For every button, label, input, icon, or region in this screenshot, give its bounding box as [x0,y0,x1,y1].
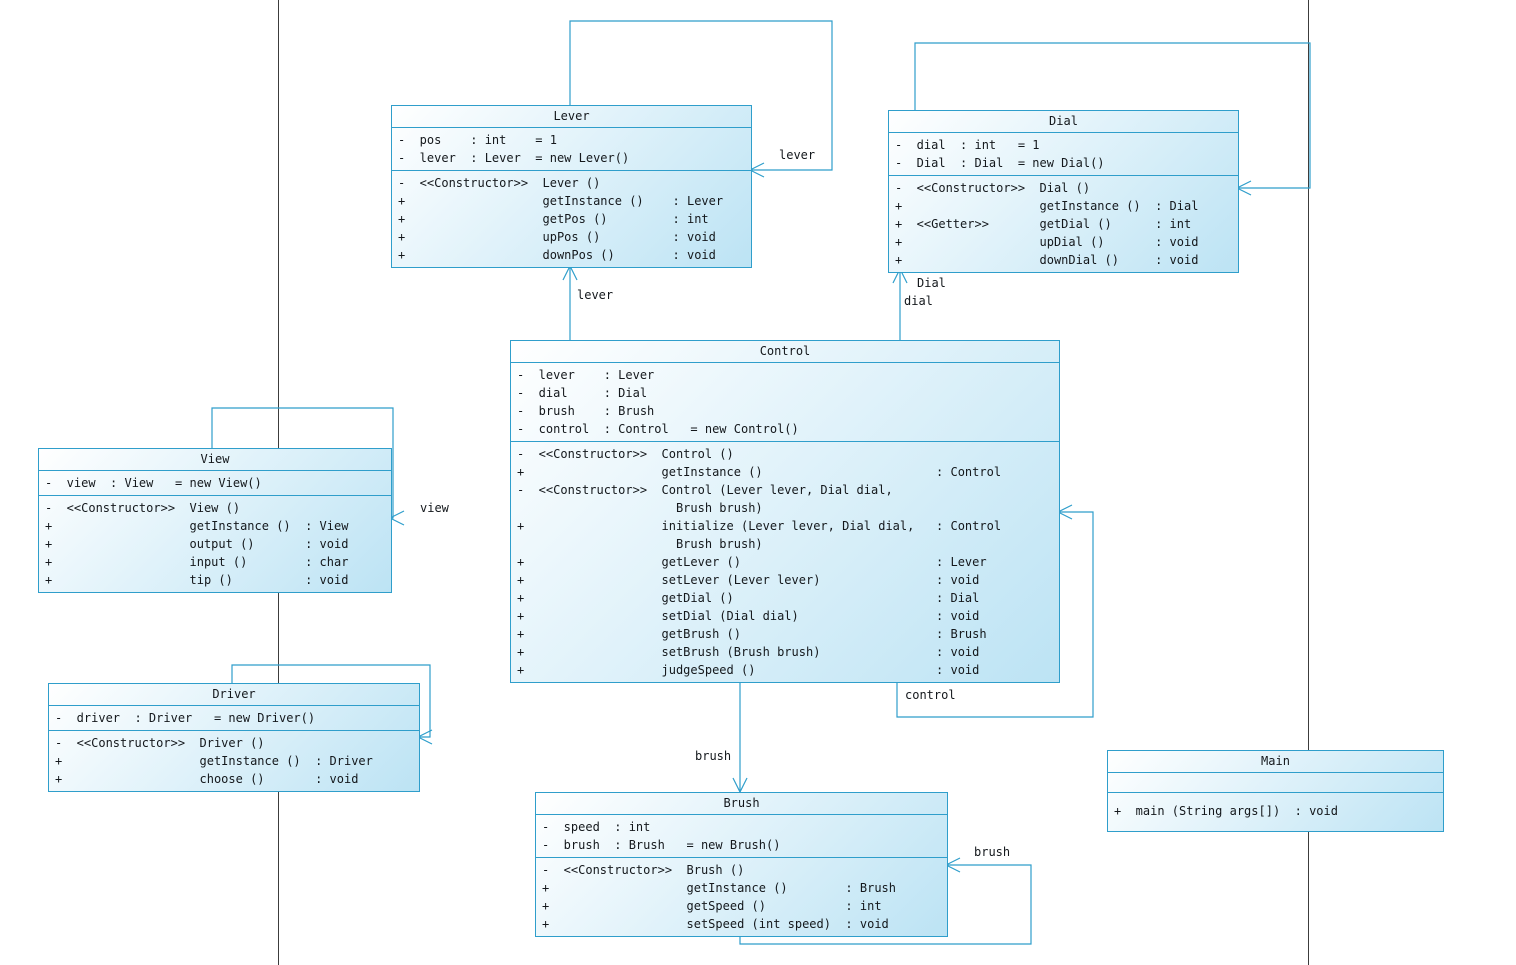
connector-label-brush-self: brush [974,845,1011,859]
class-title-control: Control [511,341,1059,363]
class-box-driver[interactable]: Driver - driver : Driver = new Driver() … [48,683,420,792]
class-box-lever[interactable]: Lever - pos : int = 1 - lever : Lever = … [391,105,752,268]
method-line: + choose () : void [55,772,359,786]
field-line: - dial : Dial [517,386,648,400]
method-line: + getBrush () : Brush [517,627,987,641]
association-lever-self[interactable] [569,20,833,171]
fields-section-brush: - speed : int - brush : Brush = new Brus… [536,815,947,858]
connector-label-control-dial-type: Dial [917,276,946,290]
class-title-lever: Lever [392,106,751,128]
field-line: - driver : Driver = new Driver() [55,711,316,725]
connector-label-control-brush: brush [695,749,732,763]
field-line: - speed : int [542,820,651,834]
methods-section-main: + main (String args[]) : void [1108,793,1443,831]
method-line: + getInstance () : Brush [542,881,897,895]
method-line: + initialize (Lever lever, Dial dial, : … [517,519,1002,533]
method-line: + getDial () : Dial [517,591,980,605]
method-line: + <<Getter>> getDial () : int [895,217,1192,231]
fields-section-driver: - driver : Driver = new Driver() [49,706,419,731]
method-line: + upPos () : void [398,230,716,244]
method-line: + downDial () : void [895,253,1199,267]
class-box-view[interactable]: View - view : View = new View() - <<Cons… [38,448,392,593]
field-line: - lever : Lever [517,368,655,382]
class-box-main[interactable]: Main + main (String args[]) : void [1107,750,1444,832]
methods-section-view: - <<Constructor>> View () + getInstance … [39,496,391,592]
method-line: + output () : void [45,537,349,551]
method-line: - <<Constructor>> Control () [517,447,734,461]
method-line: + setSpeed (int speed) : void [542,917,889,931]
method-line: + getInstance () : Control [517,465,1002,479]
method-line: + input () : char [45,555,349,569]
fields-section-view: - view : View = new View() [39,471,391,496]
class-title-dial: Dial [889,111,1238,133]
method-line: Brush brush) [517,501,763,515]
field-line: - brush : Brush [517,404,655,418]
method-line: - <<Constructor>> Control (Lever lever, … [517,483,893,497]
methods-section-lever: - <<Constructor>> Lever () + getInstance… [392,171,751,267]
field-line: - Dial : Dial = new Dial() [895,156,1105,170]
methods-section-brush: - <<Constructor>> Brush () + getInstance… [536,858,947,936]
method-line: - <<Constructor>> Dial () [895,181,1091,195]
connector-label-control-lever: lever [577,288,614,302]
methods-section-control: - <<Constructor>> Control () + getInstan… [511,442,1059,682]
method-line: - <<Constructor>> View () [45,501,241,515]
methods-section-driver: - <<Constructor>> Driver () + getInstanc… [49,731,419,791]
method-line: - <<Constructor>> Driver () [55,736,265,750]
method-line: + getInstance () : Dial [895,199,1199,213]
field-line: - lever : Lever = new Lever() [398,151,630,165]
connector-label-control-dial-name: dial [904,294,933,308]
class-title-main: Main [1108,751,1443,773]
method-line: + getPos () : int [398,212,709,226]
association-control-self[interactable] [896,511,1094,718]
class-box-dial[interactable]: Dial - dial : int = 1 - Dial : Dial = ne… [888,110,1239,273]
class-box-control[interactable]: Control - lever : Lever - dial : Dial - … [510,340,1060,683]
field-line: - control : Control = new Control() [517,422,799,436]
association-dial-self[interactable] [914,42,1311,189]
method-line: + main (String args[]) : void [1114,804,1338,818]
association-brush-self[interactable] [739,864,1032,945]
class-title-brush: Brush [536,793,947,815]
method-line: - <<Constructor>> Lever () [398,176,601,190]
class-title-driver: Driver [49,684,419,706]
method-line: - <<Constructor>> Brush () [542,863,745,877]
method-line: + setLever (Lever lever) : void [517,573,980,587]
field-line: - dial : int = 1 [895,138,1040,152]
method-line: Brush brush) [517,537,763,551]
method-line: + getInstance () : View [45,519,349,533]
fields-section-control: - lever : Lever - dial : Dial - brush : … [511,363,1059,442]
method-line: + setBrush (Brush brush) : void [517,645,980,659]
method-line: + judgeSpeed () : void [517,663,980,677]
method-line: + upDial () : void [895,235,1199,249]
class-box-brush[interactable]: Brush - speed : int - brush : Brush = ne… [535,792,948,937]
method-line: + getLever () : Lever [517,555,987,569]
association-view-self[interactable] [211,407,394,519]
field-line: - pos : int = 1 [398,133,557,147]
method-line: + getSpeed () : int [542,899,882,913]
field-line: - brush : Brush = new Brush() [542,838,781,852]
methods-section-dial: - <<Constructor>> Dial () + getInstance … [889,176,1238,272]
connector-label-view-self: view [420,501,449,515]
method-line: + tip () : void [45,573,349,587]
connector-label-control-self: control [905,688,956,702]
fields-section-lever: - pos : int = 1 - lever : Lever = new Le… [392,128,751,171]
association-driver-self[interactable] [231,664,431,738]
fields-section-dial: - dial : int = 1 - Dial : Dial = new Dia… [889,133,1238,176]
field-line: - view : View = new View() [45,476,262,490]
class-title-view: View [39,449,391,471]
fields-section-main [1108,773,1443,793]
method-line: + getInstance () : Lever [398,194,724,208]
method-line: + downPos () : void [398,248,716,262]
connector-label-lever-self: lever [779,148,816,162]
method-line: + getInstance () : Driver [55,754,373,768]
method-line: + setDial (Dial dial) : void [517,609,980,623]
